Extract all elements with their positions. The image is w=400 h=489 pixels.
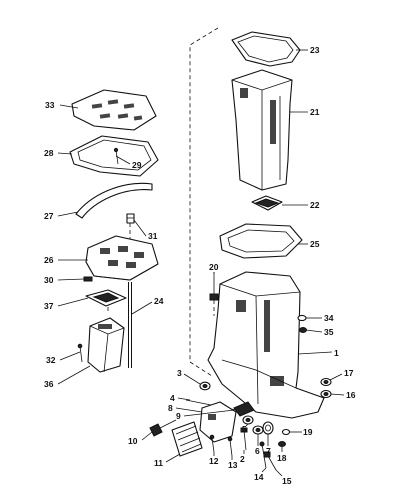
callout-27: 27 (44, 211, 54, 221)
part-16-bushing (320, 389, 332, 399)
callout-29: 29 (132, 160, 142, 170)
callout-16: 16 (346, 390, 356, 400)
part-37-block (85, 289, 127, 307)
part-10-bolt (149, 419, 177, 437)
part-6-fitting (252, 425, 264, 435)
callout-17: 17 (344, 368, 354, 378)
callout-18: 18 (277, 453, 287, 463)
part-34-washer (297, 314, 307, 322)
part-32-screw (77, 343, 83, 363)
callout-14: 14 (254, 472, 264, 482)
part-15-bolt (263, 451, 277, 471)
part-21-exhaust-housing (231, 69, 293, 191)
part-20-bolt (209, 272, 219, 301)
callout-36: 36 (44, 379, 54, 389)
part-23-gasket (231, 31, 301, 67)
callout-3: 3 (177, 368, 182, 378)
callout-4: 4 (170, 393, 175, 403)
callout-34: 34 (324, 313, 334, 323)
callout-28: 28 (44, 148, 54, 158)
part-28-gasket (69, 135, 159, 177)
part-3-grommet (199, 381, 211, 391)
callout-15: 15 (282, 476, 292, 486)
part-17-bushing (320, 377, 332, 387)
callout-8: 8 (168, 403, 173, 413)
callout-21: 21 (310, 107, 320, 117)
part-22-square-gasket (251, 195, 283, 211)
callout-13: 13 (228, 460, 238, 470)
part-25-adapter-gasket (219, 223, 303, 259)
callout-25: 25 (310, 239, 320, 249)
part-33-plate (71, 89, 157, 131)
part-36-exhaust-extension (87, 317, 125, 373)
callout-30: 30 (44, 275, 54, 285)
part-30-locating-pin (83, 276, 93, 282)
part-2-shaft (240, 427, 248, 451)
part-35-washer (299, 327, 307, 333)
callout-19: 19 (303, 427, 313, 437)
part-26-adapter-plate (85, 235, 159, 281)
leader-lines (57, 49, 345, 477)
callout-23: 23 (310, 45, 320, 55)
part-18-nut (278, 441, 286, 447)
callout-31: 31 (148, 231, 158, 241)
part-5-fitting (242, 415, 254, 425)
part-11-screen (171, 421, 203, 457)
callout-24: 24 (154, 296, 164, 306)
callout-35: 35 (324, 327, 334, 337)
callout-32: 32 (46, 355, 56, 365)
part-13-screw (227, 436, 233, 457)
part-27-seal-strip (75, 182, 153, 219)
part-7-o-ring (262, 421, 274, 435)
callout-20: 20 (209, 262, 219, 272)
callout-2: 2 (240, 454, 245, 464)
part-31-grommet (126, 213, 135, 224)
callout-33: 33 (45, 100, 55, 110)
part-12-screw (209, 434, 215, 453)
part-1-driveshaft-housing (207, 271, 325, 419)
callout-12: 12 (209, 456, 219, 466)
callout-9: 9 (176, 411, 181, 421)
callout-5: 5 (242, 424, 247, 434)
part-19-washer (281, 428, 291, 436)
callout-10: 10 (128, 436, 138, 446)
callout-11: 11 (154, 458, 163, 468)
alignment-lines (107, 27, 219, 377)
callout-6: 6 (255, 446, 260, 456)
part-9-connector (233, 401, 255, 417)
callout-26: 26 (44, 255, 54, 265)
callout-7: 7 (266, 446, 271, 456)
part-8-bracket (199, 401, 237, 443)
callout-labels: 23 21 33 28 29 27 31 22 25 26 20 30 24 3… (44, 45, 356, 486)
callout-37: 37 (44, 301, 54, 311)
callout-1: 1 (334, 348, 339, 358)
callout-22: 22 (310, 200, 320, 210)
